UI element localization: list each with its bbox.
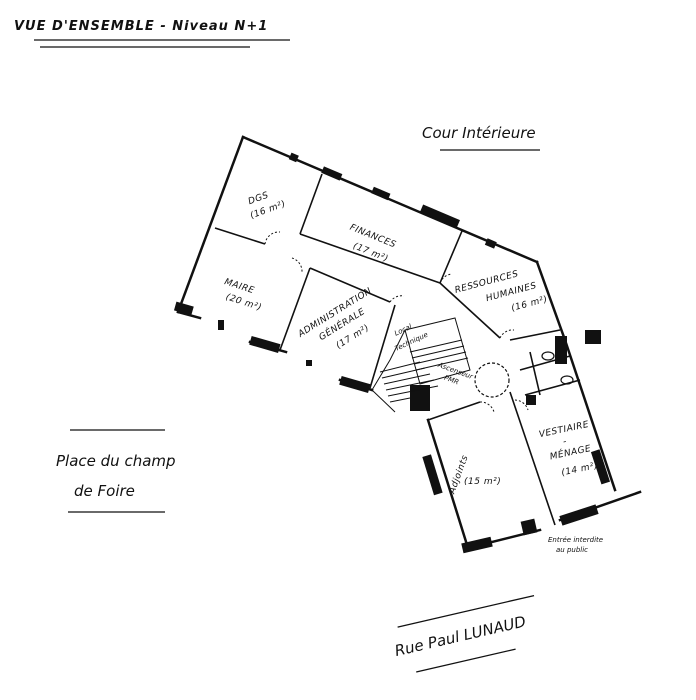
- room-adjoints: Adjoints: [447, 454, 471, 496]
- page-title: VUE D'ENSEMBLE - Niveau N+1: [14, 19, 268, 34]
- room-local-name1: Local: [393, 323, 413, 338]
- street-underline-bottom: [416, 648, 516, 673]
- door-swings: [264, 231, 529, 413]
- wall-blocks: [173, 152, 611, 554]
- room-rh-area: (16 m²): [510, 295, 549, 314]
- room-maire: MAIRE (20 m²): [223, 277, 263, 313]
- room-adjoints-area: (15 m²): [464, 477, 501, 487]
- room-rh: RESSOURCES HUMAINES (16 m²): [454, 269, 549, 314]
- entry-note-line1: Entrée interdite: [548, 536, 603, 544]
- room-local: Local Technique: [393, 323, 429, 353]
- room-administration: ADMINISTRATION GÉNÉRALE (17 m²): [296, 286, 374, 351]
- sanitary-fixtures: [541, 351, 574, 385]
- room-vestiaire-area: (14 m²): [561, 461, 599, 479]
- street-label-group: Rue Paul LUNAUD: [393, 594, 535, 673]
- entry-note-line2: au public: [556, 546, 588, 554]
- room-vestiaire: VESTIAIRE - MÉNAGE (14 m²): [538, 420, 599, 479]
- room-maire-area: (20 m²): [224, 292, 262, 313]
- square-label-line1: Place du champ: [56, 452, 176, 470]
- room-vestiaire-name3: MÉNAGE: [549, 442, 593, 462]
- elevator-circle: [474, 362, 510, 398]
- room-dgs: DGS (16 m²): [247, 191, 287, 222]
- staircase: [371, 317, 471, 413]
- room-adjoints-name: Adjoints: [447, 454, 471, 496]
- square-label-line2: de Foire: [74, 482, 135, 500]
- courtyard-label: Cour Intérieure: [422, 124, 536, 142]
- room-vestiaire-name2: -: [562, 437, 568, 448]
- street-underline-top: [397, 594, 535, 628]
- street-label: Rue Paul LUNAUD: [393, 612, 528, 660]
